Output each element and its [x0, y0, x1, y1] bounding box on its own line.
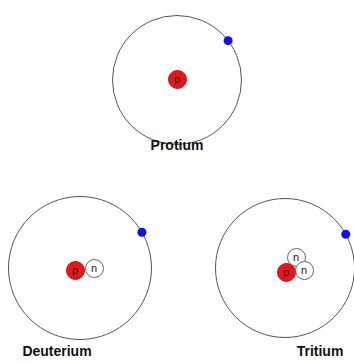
particle-letter: n	[293, 252, 299, 263]
neutron: n	[295, 261, 314, 280]
electron-dot	[137, 228, 146, 237]
proton: p	[168, 70, 187, 89]
proton: p	[277, 263, 296, 282]
isotope-label: Deuterium	[22, 343, 91, 360]
particle-letter: n	[301, 265, 307, 276]
atom-orbit: Deuteriumpn	[8, 196, 152, 340]
isotope-label: Protium	[151, 137, 204, 154]
isotope-label: Tritium	[297, 343, 344, 360]
atom-orbit: Tritiumnpn	[215, 198, 354, 338]
particle-letter: p	[72, 265, 78, 276]
neutron: n	[85, 259, 104, 278]
atom-orbit: Protiump	[112, 15, 242, 145]
particle-letter: p	[283, 267, 289, 278]
particle-letter: n	[91, 263, 97, 274]
electron-dot	[224, 36, 233, 45]
proton: p	[66, 261, 85, 280]
particle-letter: p	[174, 74, 180, 85]
electron-dot	[341, 230, 350, 239]
